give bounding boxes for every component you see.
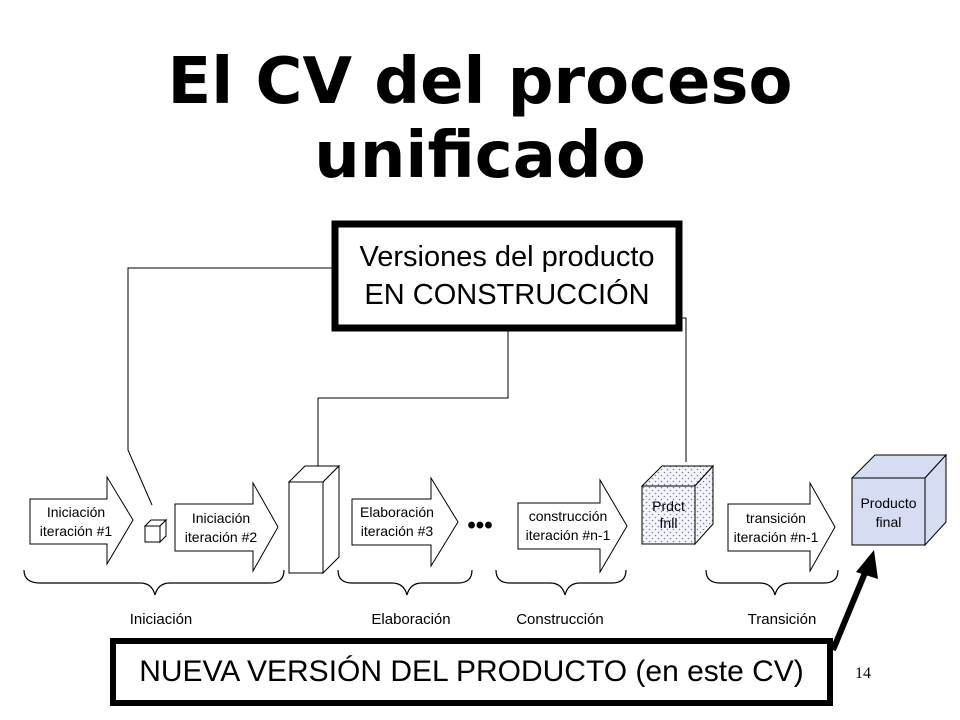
intermediate-product-text: Prdct fnll bbox=[642, 490, 695, 540]
final-product-line-2: final bbox=[875, 514, 902, 530]
iteration-3-line-2: iteración #3 bbox=[360, 523, 434, 539]
iteration-4-text: construcción iteración #n-1 bbox=[516, 503, 620, 549]
iteration-5-line-2: iteración #n-1 bbox=[733, 528, 819, 545]
iteration-arrows bbox=[29, 475, 836, 574]
new-version-callout-text: NUEVA VERSIÓN DEL PRODUCTO (en este CV) bbox=[117, 645, 826, 699]
iteration-3-text: Elaboración iteración #3 bbox=[350, 499, 444, 545]
iteration-4-line-1: construcción bbox=[528, 508, 608, 524]
iteration-arrow-4 bbox=[517, 478, 628, 574]
phase-label-transicion: Transición bbox=[748, 611, 817, 628]
brace-transicion bbox=[705, 569, 839, 596]
intermediate-product-line-2: fnll bbox=[659, 515, 678, 531]
connector-to-tall-box bbox=[317, 330, 509, 470]
final-product-line-1: Producto bbox=[860, 495, 917, 511]
iteration-2-text: Iniciación iteración #2 bbox=[175, 504, 267, 551]
final-product-cube bbox=[850, 453, 948, 547]
brace-elaboracion bbox=[337, 569, 473, 596]
intermediate-product-line-1: Prdct bbox=[652, 498, 685, 514]
slide-title-line-2: unificado bbox=[314, 119, 646, 193]
slide-title: El CV del proceso unificado bbox=[0, 45, 960, 193]
phase-label-iniciacion: Iniciación bbox=[130, 611, 193, 628]
connector-to-intermediate-product bbox=[680, 317, 687, 462]
iteration-2-line-2: iteración #2 bbox=[184, 528, 258, 545]
iteration-1-line-2: iteración #1 bbox=[39, 522, 113, 539]
new-version-callout-label: NUEVA VERSIÓN DEL PRODUCTO (en este CV) bbox=[139, 655, 804, 688]
versions-callout-line-2: EN CONSTRUCCIÓN bbox=[364, 279, 650, 311]
iteration-1-line-1: Iniciación bbox=[46, 503, 106, 520]
brace-construccion bbox=[495, 569, 627, 596]
brace-iniciacion bbox=[23, 569, 285, 596]
phase-labels: Iniciación Elaboración Construcción Tran… bbox=[130, 611, 817, 628]
phase-label-construccion: Construcción bbox=[516, 611, 604, 628]
intermediate-product-cube bbox=[640, 464, 715, 546]
phase-braces bbox=[23, 569, 839, 596]
new-version-callout-box bbox=[110, 638, 833, 706]
iteration-arrow-3 bbox=[351, 476, 459, 568]
final-product-text: Producto final bbox=[844, 486, 933, 540]
iteration-1-text: Iniciación iteración #1 bbox=[30, 499, 122, 544]
ellipsis: ••• bbox=[467, 512, 492, 539]
connector-to-small-cube bbox=[127, 267, 335, 506]
slide-number: 14 bbox=[855, 665, 871, 682]
new-version-arrow bbox=[830, 550, 878, 652]
iteration-4-line-2: iteración #n-1 bbox=[525, 527, 611, 543]
iteration-5-line-1: transición bbox=[746, 509, 806, 526]
iteration-arrow-5 bbox=[727, 481, 836, 573]
iteration-5-text: transición iteración #n-1 bbox=[726, 504, 826, 551]
iteration-2-line-1: Iniciación bbox=[191, 509, 251, 526]
iteration-arrow-1 bbox=[29, 475, 134, 566]
slide-title-line-1: El CV del proceso bbox=[167, 45, 793, 119]
versions-callout-box bbox=[331, 220, 683, 332]
iteration-arrow-2 bbox=[174, 481, 279, 573]
iteration-3-line-1: Elaboración bbox=[360, 504, 434, 520]
versions-callout-text: Versiones del producto EN CONSTRUCCIÓN bbox=[339, 228, 675, 324]
versions-callout-line-1: Versiones del producto bbox=[359, 241, 655, 273]
tall-box bbox=[287, 464, 341, 575]
small-cube bbox=[143, 518, 168, 544]
phase-label-elaboracion: Elaboración bbox=[371, 611, 450, 628]
